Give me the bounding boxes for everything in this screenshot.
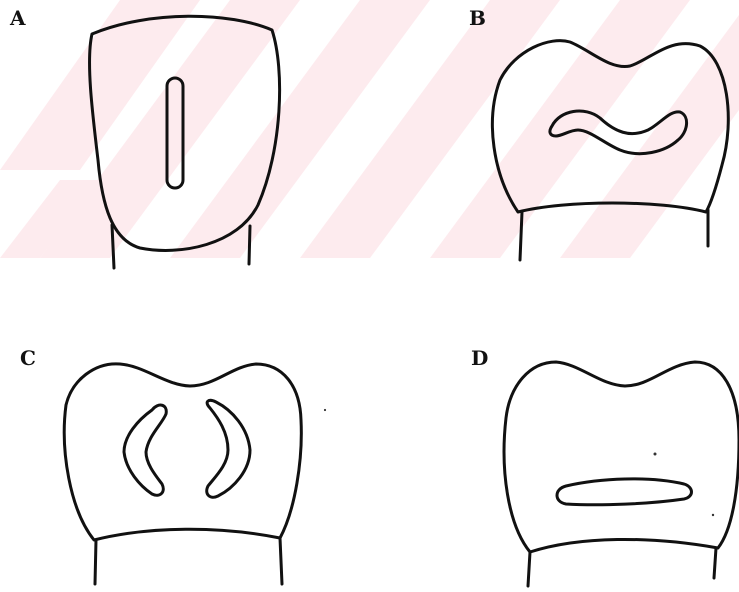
tooth-c-root-right xyxy=(280,538,282,584)
tooth-c-cavity-left-arc xyxy=(124,405,166,495)
panel-label-d: D xyxy=(471,348,488,368)
speck-mark xyxy=(324,409,326,411)
tooth-c-crown-outline xyxy=(64,364,301,540)
tooth-b-root-left xyxy=(520,212,522,260)
speck-mark xyxy=(712,514,714,516)
tooth-c-cavity-right-arc xyxy=(207,400,250,497)
tooth-c xyxy=(64,364,301,584)
tooth-d-root-right xyxy=(714,548,716,578)
panel-label-a: A xyxy=(10,8,26,28)
tooth-d xyxy=(324,362,739,586)
panel-label-c: C xyxy=(20,348,36,368)
tooth-c-root-left xyxy=(95,540,96,584)
tooth-a-root-left xyxy=(112,225,114,268)
speck-mark xyxy=(654,453,657,456)
tooth-d-root-left xyxy=(528,552,530,586)
tooth-d-cavity-horizontal-slot xyxy=(557,479,692,505)
panel-label-b: B xyxy=(469,8,486,28)
tooth-d-crown-outline xyxy=(504,362,739,552)
tooth-a-root-right xyxy=(249,226,250,264)
